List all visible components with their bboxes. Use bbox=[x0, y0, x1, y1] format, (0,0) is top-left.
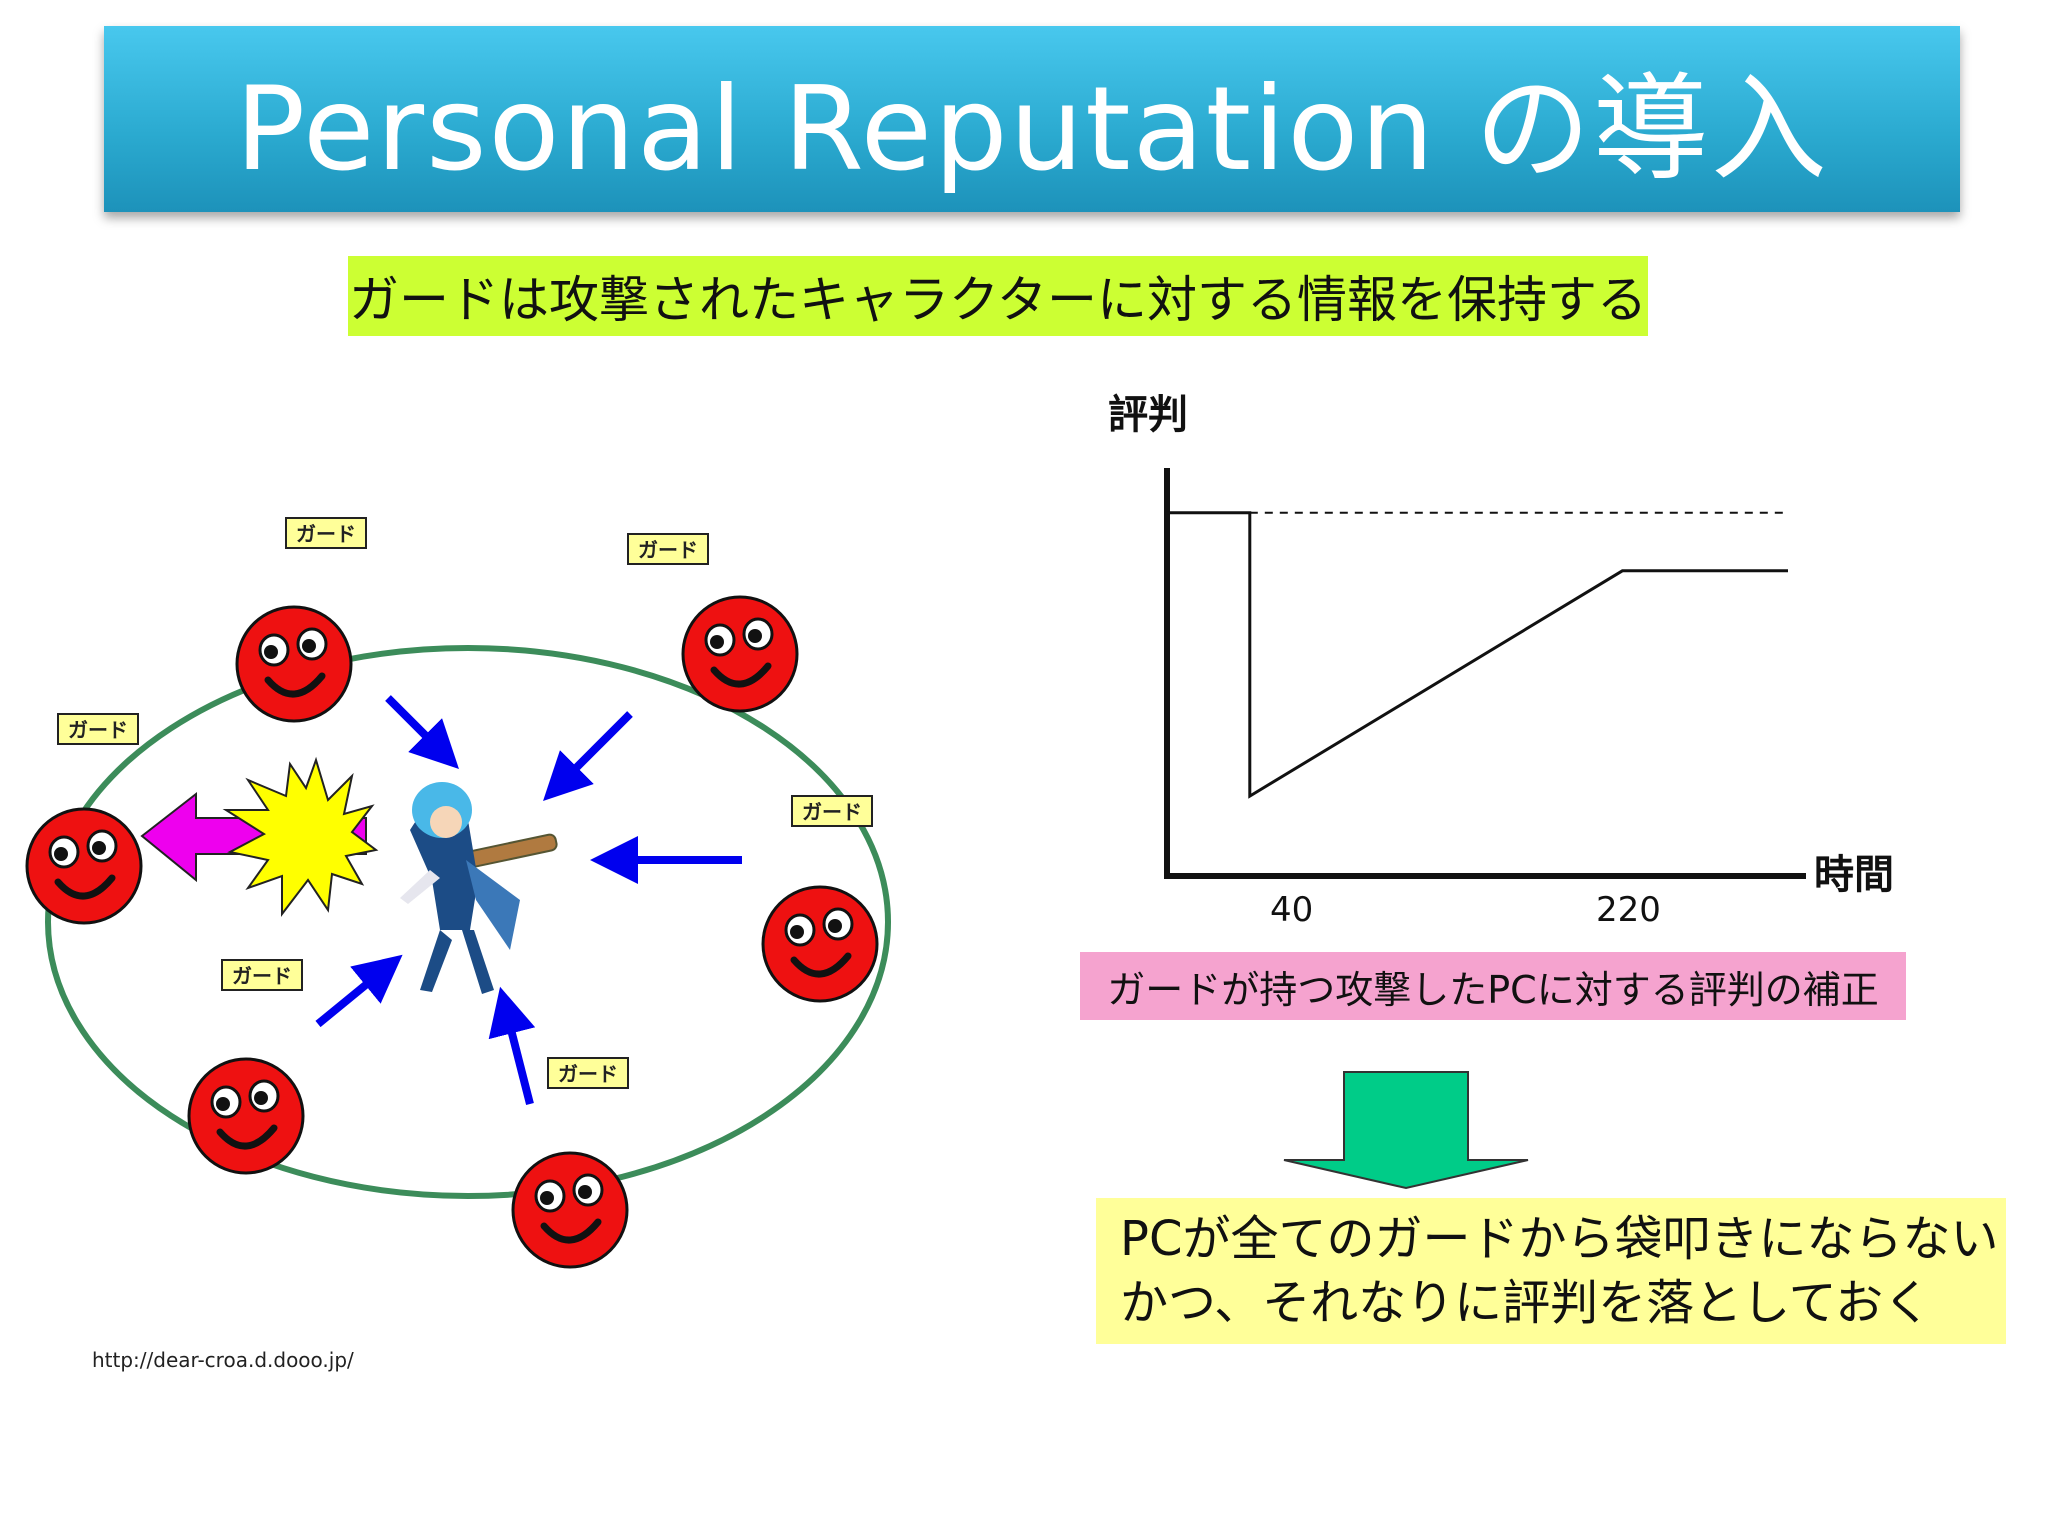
credit-url: http://dear-croa.d.dooo.jp/ bbox=[92, 1348, 354, 1372]
blue-arrow bbox=[315, 954, 403, 1028]
guard-tag: ガード bbox=[627, 533, 709, 565]
guard-tag: ガード bbox=[221, 959, 303, 991]
chart-caption: ガードが持つ攻撃したPCに対する評判の補正 bbox=[1107, 967, 1879, 1012]
reputation-chart bbox=[1164, 468, 1806, 879]
conclusion-box: PCが全てのガードから袋叩きにならない かつ、それなりに評判を落としておく bbox=[1096, 1198, 2006, 1344]
svg-text:ガード: ガード bbox=[68, 718, 128, 742]
guard-tag: ガード bbox=[547, 1057, 629, 1089]
guard-tag: ガード bbox=[57, 713, 139, 745]
guard-face bbox=[763, 887, 877, 1001]
blue-arrow bbox=[543, 711, 633, 801]
conclusion-line-1: PCが全てのガードから袋叩きにならない bbox=[1120, 1211, 1999, 1267]
x-tick-label: 40 bbox=[1270, 890, 1314, 930]
chart-caption-box: ガードが持つ攻撃したPCに対する評判の補正 bbox=[1080, 952, 1906, 1020]
guard-tag: ガード bbox=[791, 795, 873, 827]
chart-x-label: 時間 bbox=[1814, 852, 1894, 898]
title-banner: Personal Reputation の導入 bbox=[104, 26, 1960, 212]
blue-arrow bbox=[488, 986, 536, 1105]
svg-text:ガード: ガード bbox=[638, 538, 698, 562]
svg-text:ガード: ガード bbox=[232, 964, 292, 988]
guard-face bbox=[189, 1059, 303, 1173]
subtitle-text: ガードは攻撃されたキャラクターに対する情報を保持する bbox=[349, 271, 1647, 329]
x-tick-label: 220 bbox=[1596, 890, 1661, 930]
arena-ellipse bbox=[45, 645, 891, 1199]
svg-text:ガード: ガード bbox=[802, 800, 862, 824]
player-character-icon bbox=[400, 782, 558, 994]
blue-attack-arrows bbox=[315, 695, 742, 1105]
conclusion-line-2: かつ、それなりに評判を落としておく bbox=[1120, 1275, 1932, 1331]
guard-face bbox=[27, 809, 141, 923]
impact-burst-icon bbox=[222, 756, 379, 917]
guard-face bbox=[683, 597, 797, 711]
guard-face bbox=[513, 1153, 627, 1267]
svg-text:ガード: ガード bbox=[558, 1062, 618, 1086]
page-title: Personal Reputation の導入 bbox=[235, 62, 1829, 197]
guard-face bbox=[237, 607, 351, 721]
guard-tag: ガード bbox=[285, 517, 367, 549]
reputation-series-line bbox=[1167, 511, 1788, 799]
blue-arrow bbox=[385, 695, 459, 769]
down-arrow-icon bbox=[1283, 1071, 1529, 1190]
chart-y-label: 評判 bbox=[1108, 392, 1188, 438]
subtitle-box: ガードは攻撃されたキャラクターに対する情報を保持する bbox=[348, 256, 1648, 336]
svg-text:ガード: ガード bbox=[296, 522, 356, 546]
magenta-arrow bbox=[140, 791, 367, 883]
